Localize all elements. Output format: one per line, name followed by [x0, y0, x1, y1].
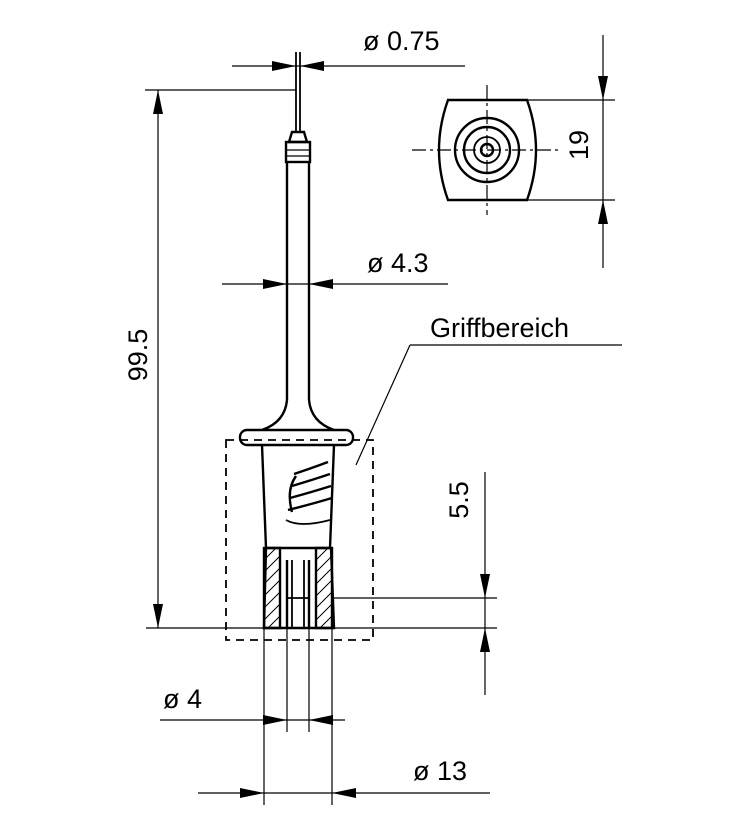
- grip-area-label: Griffbereich: [430, 313, 569, 343]
- grip-area-leader: [355, 344, 622, 466]
- hatching-left: [263, 547, 281, 629]
- socket-depth-label: 5.5: [444, 481, 474, 519]
- probe-side-view: [225, 52, 374, 641]
- tip-diameter-dimension: [232, 61, 465, 71]
- grip-diameter-label: ø 13: [413, 756, 467, 786]
- grip-diameter-dimension: [198, 788, 490, 798]
- tip-diameter-label: ø 0.75: [363, 26, 440, 56]
- socket-depth-dimension: [146, 472, 497, 695]
- top-view: [412, 35, 615, 268]
- overall-length-label: 99.5: [123, 329, 153, 382]
- overall-length-dimension: [145, 89, 296, 628]
- lower-extension-lines: [263, 628, 333, 805]
- hatching-right: [315, 547, 333, 629]
- shaft-diameter-label: ø 4.3: [367, 248, 429, 278]
- socket-diameter-label: ø 4: [163, 684, 202, 714]
- head-size-label: 19: [564, 130, 594, 160]
- socket-diameter-dimension: [160, 715, 345, 725]
- shaft-diameter-dimension: [222, 279, 448, 289]
